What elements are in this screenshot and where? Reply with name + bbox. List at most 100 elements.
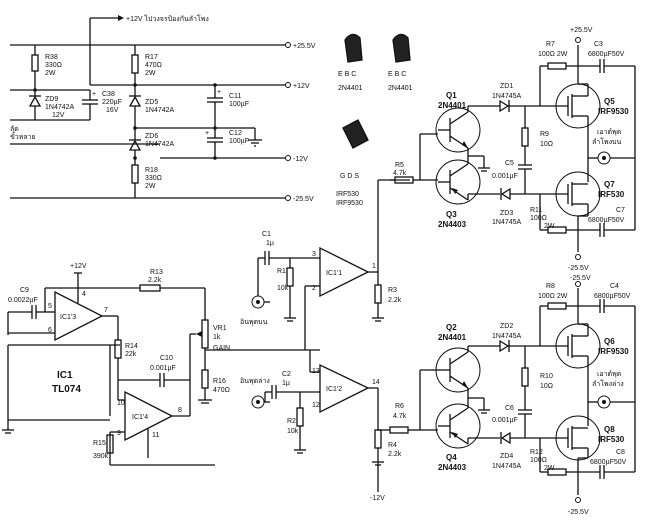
c6-label: C6 — [505, 405, 514, 412]
r11-label: R11 — [530, 207, 542, 214]
out-bot-neg25: -25.5V — [568, 509, 589, 516]
spk-bot-label: เอาต์พุต — [597, 370, 622, 378]
mosfet-pins: G D S — [340, 173, 359, 180]
r8-value: 100Ω 2W — [538, 293, 568, 300]
q5-label: Q5 — [604, 97, 615, 106]
zd1-value: 1N4745A — [492, 93, 522, 100]
c12-value: 100µF — [229, 138, 249, 145]
power-supply-section: +25.5V +12V -12V -25.5V +12V ไปวงจรป้องก… — [10, 14, 316, 203]
r38-watt: 2W — [45, 70, 56, 77]
vr1-label: VR1 — [213, 325, 227, 332]
r11-value: 100Ω — [530, 215, 547, 222]
c11-plus: + — [217, 89, 221, 96]
ic14-pin8: 8 — [178, 407, 182, 414]
c38-value: 220µF — [102, 99, 122, 106]
zd3-label: ZD3 — [500, 210, 513, 217]
ground-label-b: ขั้วหลาย — [10, 130, 36, 141]
c5-label: C5 — [505, 160, 514, 167]
q5-value: IRF9530 — [598, 107, 629, 116]
ic14-label: IC1'4 — [132, 414, 148, 421]
input1-label: อินพุตบน — [240, 318, 268, 326]
ic13-pin7: 7 — [104, 307, 108, 314]
c11-value: 100µF — [229, 101, 249, 108]
out-mid-neg25: -25.5V — [570, 275, 591, 282]
q3-label: Q3 — [446, 210, 457, 219]
c12-label: C12 — [229, 130, 242, 137]
r7-value: 100Ω 2W — [538, 51, 568, 58]
c2-value: 1µ — [282, 380, 290, 387]
ic13-pin4: 4 — [82, 291, 86, 298]
ic14-pin9: 9 — [117, 430, 121, 437]
spk-top-label2: ลำโพงบน — [592, 137, 621, 146]
c1-value: 1µ — [266, 240, 274, 247]
zd6-value: 1N4742A — [145, 141, 175, 148]
r6-label: R6 — [395, 403, 404, 410]
output-top-section: R5 4.7k Q1 2N4401 Q3 2N4403 — [390, 27, 636, 272]
c8-label: C8 — [616, 449, 625, 456]
ic14-pin11: 11 — [152, 432, 159, 439]
ic11-pin2: 2 — [312, 285, 316, 292]
mosfet-name2: IRF9530 — [336, 200, 363, 207]
q1-value: 2N4401 — [438, 101, 467, 110]
c3-label: C3 — [594, 41, 603, 48]
ic12-label: IC1'2 — [326, 386, 342, 393]
ground-label-a: ลัด — [10, 125, 19, 133]
c1-label: C1 — [262, 231, 271, 238]
spk-top-label: เอาต์พุต — [597, 128, 622, 136]
q6-label: Q6 — [604, 337, 615, 346]
q6-value: IRF9530 — [598, 347, 629, 356]
c9-label: C9 — [20, 287, 29, 294]
ic11-pin1: 1 — [372, 263, 376, 270]
zd6-label: ZD6 — [145, 133, 158, 140]
r38-value: 330Ω — [45, 62, 62, 69]
c4-value: 6800µF50V — [594, 293, 631, 300]
c3-value: 6800µF50V — [588, 51, 625, 58]
r8-label: R8 — [546, 283, 555, 290]
c38-voltage: 16V — [106, 107, 119, 114]
q1-label: Q1 — [446, 91, 457, 100]
out-top-neg25: -25.5V — [568, 265, 589, 272]
spk-bot-label2: ลำโพงล่าง — [592, 379, 624, 388]
r17-value: 470Ω — [145, 62, 162, 69]
r4-label: R4 — [388, 442, 397, 449]
r17-label: R17 — [145, 54, 158, 61]
r15-label: R15 — [93, 440, 106, 447]
note-pos12-protection: +12V ไปวงจรป้องกันลำโพง — [126, 14, 209, 23]
r14-label: R14 — [125, 343, 138, 350]
rail-label-pos12: +12V — [293, 83, 310, 90]
r13-label: R13 — [150, 269, 163, 276]
c10-label: C10 — [160, 355, 173, 362]
c4-label: C4 — [610, 283, 619, 290]
c11-label: C11 — [229, 93, 241, 100]
zd9-value: 1N4742A — [45, 104, 75, 111]
r2-value: 10k — [287, 428, 299, 435]
rail-label-pos25: +25.5V — [293, 43, 316, 50]
ic-pos12: +12V — [70, 263, 87, 270]
r12-value: 100Ω — [530, 457, 547, 464]
ic12-pin12: 12 — [312, 402, 320, 409]
q4-label: Q4 — [446, 453, 457, 462]
output-bottom-section: R6 4.7k Q2 2N4401 Q4 2N4403 — [389, 275, 636, 516]
zd5-value: 1N4742A — [145, 107, 175, 114]
r5-label: R5 — [395, 162, 404, 169]
zd1-label: ZD1 — [500, 83, 513, 90]
c9-value: 0.0022µF — [8, 297, 38, 304]
r13-value: 2.2k — [148, 277, 162, 284]
c10-value: 0.001µF — [150, 365, 176, 372]
ic13-pin5: 5 — [48, 303, 52, 310]
r2-label: R2 — [287, 418, 296, 425]
c6-value: 0.001µF — [492, 417, 518, 424]
r5-value: 4.7k — [393, 170, 407, 177]
ic1-name: IC1 — [57, 370, 73, 381]
r10-label: R10 — [540, 373, 553, 380]
zd3-value: 1N4745A — [492, 219, 522, 226]
c5-value: 0.001µF — [492, 173, 518, 180]
r12-watt: 2W — [544, 465, 555, 472]
c7-label: C7 — [616, 207, 625, 214]
mosfet-name1: IRF530 — [336, 191, 359, 198]
r9-label: R9 — [540, 131, 549, 138]
r16-value: 470Ω — [213, 387, 230, 394]
r1-label: R1 — [277, 268, 286, 275]
zd4-value: 1N4745A — [492, 463, 522, 470]
